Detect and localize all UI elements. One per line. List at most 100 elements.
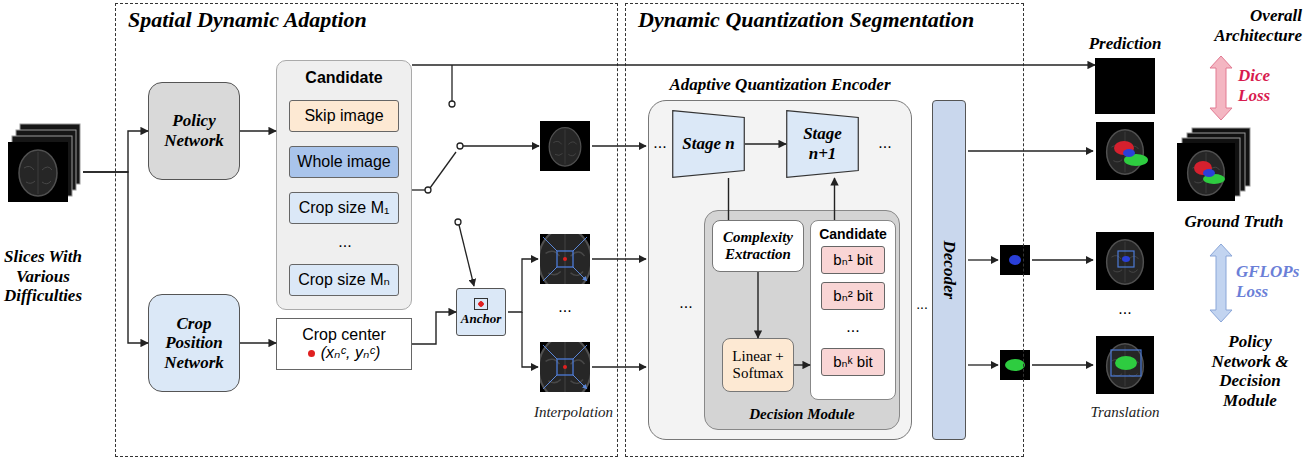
flow-arrow <box>968 259 998 260</box>
flow-arrow <box>968 150 1093 151</box>
module-region: Dynamic Quantization SegmentationAdaptiv… <box>625 3 1024 457</box>
stage-block: Stage n <box>672 110 745 178</box>
prediction-box: Prediction <box>1095 58 1155 114</box>
module-region: Spatial Dynamic AdaptionPolicy NetworkCa… <box>115 3 618 457</box>
connector <box>240 342 276 343</box>
switch <box>412 189 425 190</box>
annotation-text: ... <box>833 318 873 336</box>
node-label: Stage n+1 <box>790 124 855 163</box>
input-slices: Slices With Various Difficulties <box>3 118 83 306</box>
option-box: Crop size M₁ <box>289 192 399 224</box>
flow-arrow <box>508 259 538 312</box>
option-box: Crop size Mₙ <box>289 264 399 296</box>
translated-output <box>1111 350 1141 376</box>
anchor-box: Anchor <box>456 288 506 336</box>
switch <box>455 219 461 225</box>
annotation-text: Ground Truth <box>1166 212 1302 232</box>
annotation-text: ... <box>874 134 896 152</box>
node-label: Crop size Mₙ <box>294 271 394 289</box>
switch <box>412 65 539 286</box>
node-label: Whole image <box>294 153 394 171</box>
crop-output <box>1009 255 1021 265</box>
connector <box>412 64 1095 65</box>
flow-arrow <box>522 312 538 367</box>
cropped-thumb <box>563 365 567 369</box>
ground-truth-stack <box>1177 128 1250 201</box>
decision-panel: Decision Module Complexity ExtractionLine… <box>704 210 900 430</box>
annotation-text: Overall Architecture <box>1170 6 1302 45</box>
node-label: Crop size M₁ <box>294 199 394 217</box>
node-label: Stage n <box>676 134 741 154</box>
ground-truth-stack <box>1203 169 1215 177</box>
connector <box>412 312 456 344</box>
crop-output <box>1000 350 1030 380</box>
loss-arrow <box>1210 56 1232 120</box>
cropped-thumb <box>557 359 573 375</box>
annotation-text: ... <box>672 294 700 312</box>
encoder-panel: Adaptive Quantization EncoderStage nStag… <box>648 100 912 440</box>
connector <box>794 364 810 365</box>
segmentation-output <box>1096 122 1154 180</box>
node-label: bₙ¹ bit <box>826 251 880 268</box>
flow-arrow <box>592 366 646 367</box>
ground-truth-stack <box>1177 143 1235 201</box>
process-box: Complexity Extraction <box>712 220 804 272</box>
cropped-thumb <box>557 251 573 267</box>
translated-output <box>1096 232 1154 290</box>
annotation-text: ... <box>1104 300 1146 318</box>
whole-image-thumb <box>540 121 590 171</box>
annotation-text: ... <box>545 298 585 316</box>
stage-shape <box>787 111 859 178</box>
node-label: Crop Position Network <box>153 314 235 373</box>
crop-output <box>1005 359 1025 371</box>
annotation-text: ... <box>650 134 670 152</box>
switch <box>449 101 455 107</box>
node-label: Crop center <box>281 326 407 344</box>
option-box: Whole image <box>289 146 399 178</box>
switch <box>451 65 452 101</box>
crop-center-dot <box>308 350 315 357</box>
decoder-bar: Decoder <box>932 100 966 440</box>
annotation-text: Translation <box>1080 404 1170 421</box>
cropped-thumb <box>543 345 587 389</box>
crop-center-box: Crop center(xₙᶜ, yₙᶜ) <box>276 318 412 370</box>
candidate-panel: CandidateSkip imageWhole imageCrop size … <box>276 60 412 310</box>
connector <box>728 178 729 220</box>
translated-output <box>1115 356 1137 370</box>
node-label: Prediction <box>1089 34 1162 54</box>
switch <box>463 145 539 146</box>
node-label: Decision Module <box>709 406 895 423</box>
node-label: Complexity Extraction <box>717 229 799 264</box>
bit-option: bₙ² bit <box>821 282 885 310</box>
stage-shape <box>673 111 745 178</box>
node-label: Spatial Dynamic Adaption <box>128 7 605 32</box>
candidate-panel: Candidatebₙ¹ bitbₙ² bitbₙᵏ bit <box>810 220 896 400</box>
node-label: Anchor <box>459 312 503 327</box>
crop-output <box>1000 245 1030 380</box>
node-label: bₙᵏ bit <box>826 353 880 370</box>
annotation-text: Dice Loss <box>1238 66 1300 105</box>
node-label: Adaptive Quantization Encoder <box>669 75 890 95</box>
connector <box>240 130 276 131</box>
connector <box>834 178 835 220</box>
bit-option: bₙ¹ bit <box>821 246 885 274</box>
option-box: Skip image <box>289 100 399 132</box>
annotation-text: ... <box>322 233 368 251</box>
loss-arrow <box>1210 244 1232 322</box>
flow-arrow <box>1032 364 1093 365</box>
node-label: Dynamic Quantization Segmentation <box>638 7 1011 32</box>
switch <box>430 152 456 188</box>
cropped-thumb <box>563 257 567 261</box>
crop-output <box>1000 245 1030 275</box>
slice-stack <box>8 124 80 202</box>
node-label: bₙ² bit <box>826 287 880 304</box>
bit-option: bₙᵏ bit <box>821 348 885 376</box>
connector <box>757 272 758 338</box>
node-label: Policy Network <box>153 111 235 150</box>
node-label: Linear + Softmax <box>727 348 789 383</box>
node-label: Slices With Various Difficulties <box>3 247 83 306</box>
process-box: Linear + Softmax <box>722 338 794 392</box>
node-label: Skip image <box>294 107 394 125</box>
stage-block: Stage n+1 <box>786 110 859 178</box>
